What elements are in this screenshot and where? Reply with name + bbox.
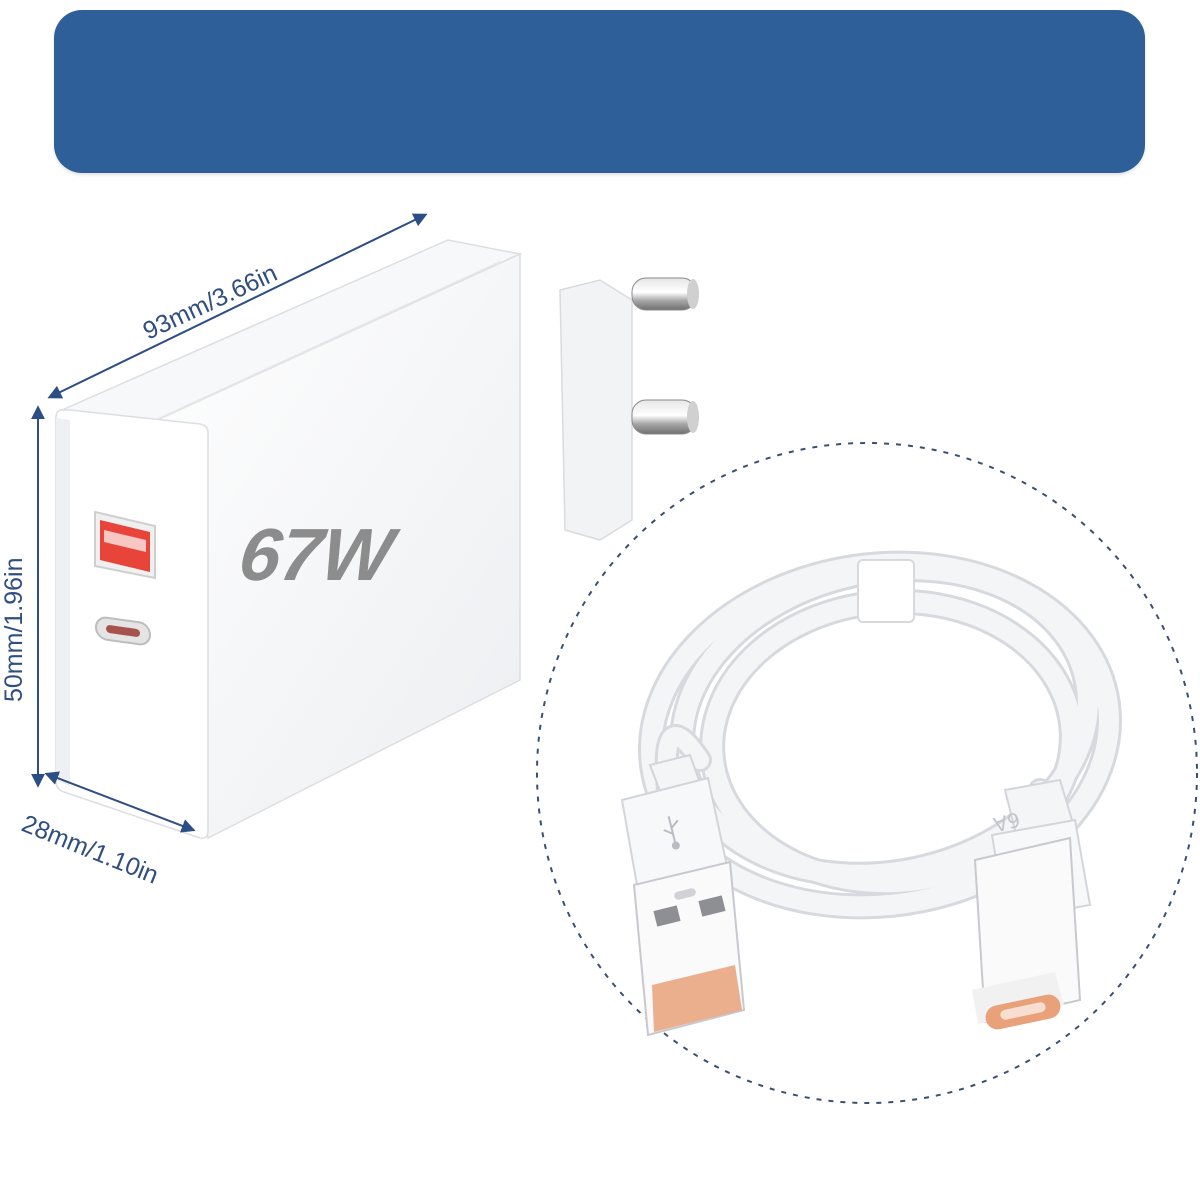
usb-symbol-icon [663, 816, 680, 850]
charger-wattage-label: 67W [234, 513, 404, 596]
plug-collar [559, 279, 633, 541]
usb-a-connector [620, 753, 746, 1037]
length-dimension-line [47, 213, 428, 399]
height-dimension-label: 50mm/1.96in [0, 557, 28, 702]
depth-dimension-label: 28mm/1.10in [18, 810, 162, 890]
charger-front-shade [56, 418, 70, 786]
usb-c-port [95, 616, 151, 646]
cable-tie [857, 559, 915, 623]
usb-c-connector: 6A [972, 778, 1092, 1030]
depth-dimension-line [44, 771, 196, 833]
plug-pin-lower [631, 399, 699, 435]
usb-a-port [94, 510, 156, 580]
header-banner [54, 10, 1145, 173]
plug-pin-upper [631, 277, 699, 311]
charger: 67W [55, 239, 699, 840]
cable-dashed-circle [536, 442, 1198, 1104]
cable-inset: 6A [536, 442, 1198, 1104]
